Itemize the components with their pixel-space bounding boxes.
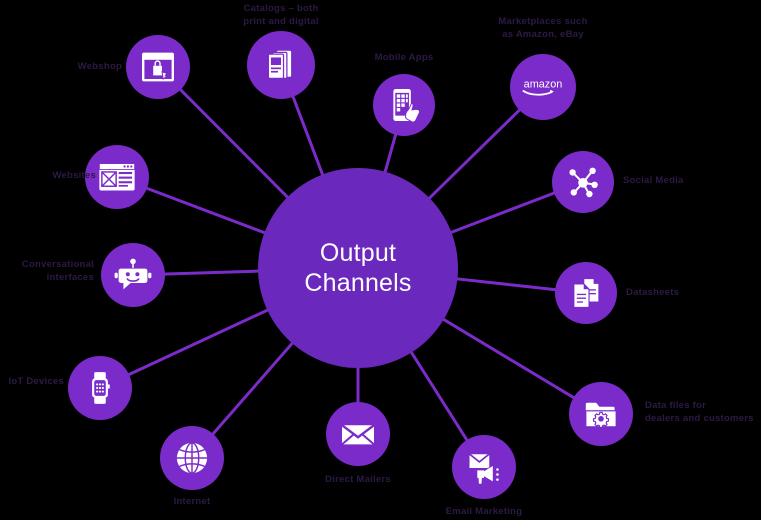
connector-data-files [441,317,577,400]
node-marketplaces[interactable]: amazon [510,54,576,120]
label-conversational: Conversational interfaces [21,259,94,283]
node-direct-mailers[interactable] [326,402,390,466]
connector-webshop [178,87,290,200]
connector-catalogs [290,94,325,177]
label-webshop: Webshop [77,61,122,72]
node-data-files[interactable] [569,382,633,446]
catalog-icon [260,44,302,86]
documents-icon [567,274,605,312]
email-megaphone-icon [463,446,505,488]
label-catalogs: Catalogs – both print and digital [243,3,319,27]
label-internet: Internet [173,496,211,507]
connector-iot-devices [126,307,270,377]
smartwatch-icon [82,370,118,406]
connector-conversational [162,269,261,276]
connector-datasheets [455,277,558,292]
label-email-marketing: Email Marketing [445,506,523,517]
label-data-files: Data files for dealers and customers [645,400,754,424]
hub-label: Output Channels [304,238,411,299]
connector-mobile-apps [383,132,398,175]
label-websites: Websites [52,170,96,181]
node-conversational[interactable] [101,243,165,307]
label-social-media: Social Media [623,175,684,186]
mobile-app-icon [385,86,423,124]
envelope-icon [338,414,378,454]
connector-marketplaces [427,107,522,201]
node-webshop[interactable] [126,35,190,99]
connector-email-marketing [409,349,470,443]
label-marketplaces: Marketplaces such as Amazon, eBay [498,16,588,40]
globe-icon [171,437,213,479]
hub-label-line2: Channels [304,269,412,297]
label-datasheets: Datasheets [626,287,680,298]
node-social-media[interactable] [552,151,614,213]
node-mobile-apps[interactable] [373,74,435,136]
folder-gear-icon [581,394,621,434]
connector-internet [210,340,295,437]
node-datasheets[interactable] [555,262,617,324]
hub-label-line1: Output [319,238,397,267]
label-direct-mailers: Direct Mailers [325,474,391,485]
chatbot-icon [113,255,153,295]
node-iot-devices[interactable] [68,356,132,420]
amazon-logo-icon: amazon [514,72,572,102]
label-mobile-apps: Mobile Apps [374,52,434,63]
connector-websites [144,186,267,235]
network-nodes-icon [563,162,603,202]
website-wireframe-icon [96,156,138,198]
node-catalogs[interactable] [247,31,315,99]
node-email-marketing[interactable] [452,435,516,499]
node-internet[interactable] [160,426,224,490]
label-iot-devices: IoT Devices [8,376,64,387]
browser-cart-icon [138,47,178,87]
connector-social-media [449,190,557,235]
node-websites[interactable] [85,145,149,209]
svg-text:amazon: amazon [524,79,563,91]
hub-output-channels[interactable]: Output Channels [258,168,458,368]
